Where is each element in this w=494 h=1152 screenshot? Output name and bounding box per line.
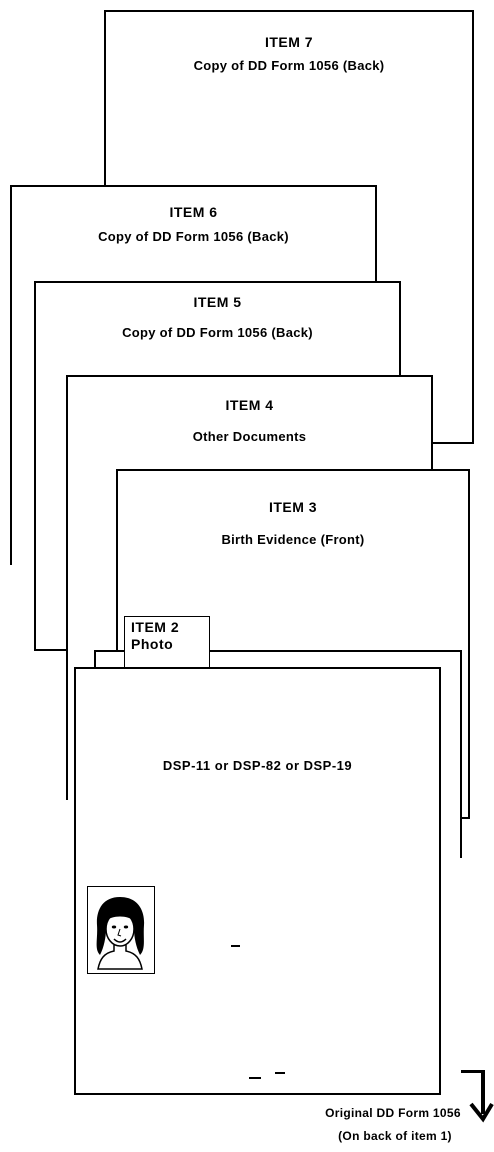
scan-mark	[249, 1077, 261, 1079]
item-7-title: ITEM 7	[264, 34, 314, 50]
item-5-subtitle: Copy of DD Form 1056 (Back)	[122, 325, 313, 340]
passport-photo	[87, 886, 155, 974]
arrow-connector	[461, 1070, 483, 1073]
arrow-down-icon	[469, 1070, 494, 1123]
item-7-subtitle: Copy of DD Form 1056 (Back)	[193, 58, 385, 73]
woman-portrait-icon	[96, 897, 145, 970]
item-3-title: ITEM 3	[268, 499, 318, 515]
item-5-bottom-edge	[34, 649, 74, 651]
item-5-title: ITEM 5	[193, 294, 242, 310]
note-line-2: (On back of item 1)	[338, 1129, 452, 1143]
note-line-1: Original DD Form 1056	[325, 1106, 461, 1120]
item-2-photo-tab: ITEM 2 Photo	[124, 616, 210, 670]
scan-mark	[231, 945, 240, 947]
item-3-subtitle: Birth Evidence (Front)	[221, 532, 365, 547]
item-1-sheet: DSP-11 or DSP-82 or DSP-19	[74, 667, 441, 1095]
item-6-title: ITEM 6	[169, 204, 218, 220]
item-2-title: ITEM 2	[131, 619, 180, 635]
item-6-subtitle: Copy of DD Form 1056 (Back)	[98, 229, 289, 244]
item-2-subtitle: Photo	[131, 636, 174, 652]
item-1-form-text: DSP-11 or DSP-82 or DSP-19	[162, 758, 353, 773]
scan-mark	[275, 1072, 285, 1074]
item-4-subtitle: Other Documents	[192, 429, 307, 444]
item-4-title: ITEM 4	[225, 397, 274, 413]
